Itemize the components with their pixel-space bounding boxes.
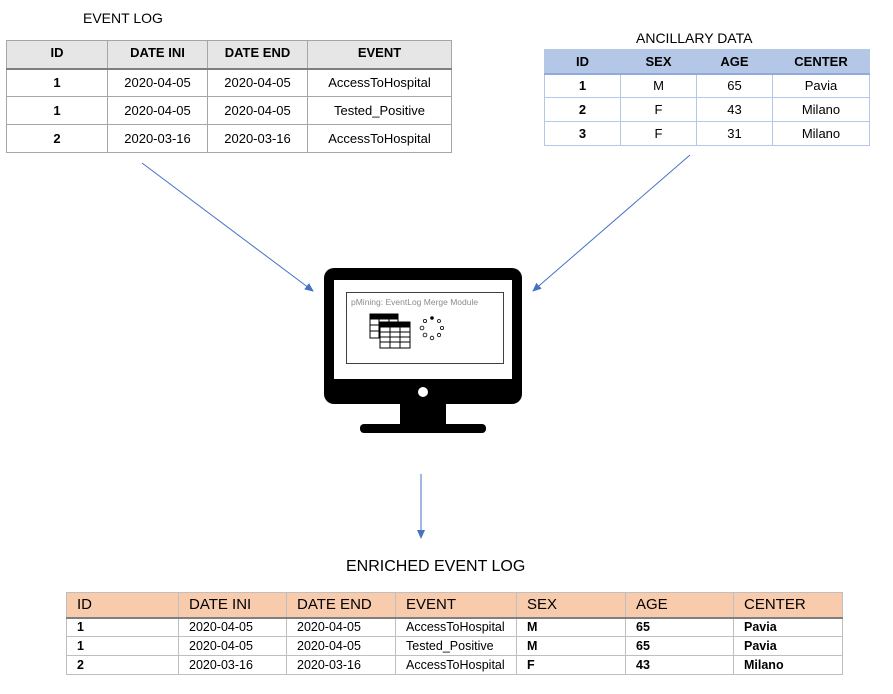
table-cell: Tested_Positive [395,636,517,656]
table-cell: M [516,617,626,637]
column-header: EVENT [395,592,517,619]
table-cell: 2020-04-05 [107,68,208,97]
table-row: 1 2020-04-05 2020-04-05 Tested_Positive [6,96,452,125]
monitor-stand-neck [400,404,446,426]
table-cell: 65 [625,636,734,656]
monitor-stand-base [360,424,486,433]
column-header: EVENT [307,40,452,70]
column-header: SEX [620,49,697,75]
table-header-row: ID DATE INI DATE END EVENT SEX AGE CENTE… [66,592,843,619]
table-cell: 2020-04-05 [207,96,308,125]
table-cell: Milano [772,97,870,122]
window-title: pMining: EventLog Merge Module [351,297,479,307]
ancillary-data-table: ID SEX AGE CENTER 1 M 65 Pavia 2 F 43 Mi… [544,49,870,146]
table-cell: 2020-03-16 [178,655,287,675]
table-cell: Pavia [772,73,870,98]
column-header: CENTER [772,49,870,75]
table-row: 1 2020-04-05 2020-04-05 AccessToHospital… [66,617,843,637]
table-cell: 2 [544,97,621,122]
table-cell: 1 [66,636,179,656]
table-cell: AccessToHospital [395,617,517,637]
table-cell: F [620,121,697,146]
table-cell: Tested_Positive [307,96,452,125]
arrow-ancillary-to-module [532,154,691,292]
table-header-row: ID DATE INI DATE END EVENT [6,40,452,70]
table-cell: AccessToHospital [395,655,517,675]
spinner-icon [419,316,444,341]
table-cell: 65 [696,73,773,98]
table-cell: 2 [66,655,179,675]
table-cell: 2020-04-05 [178,636,287,656]
table-cell: 3 [544,121,621,146]
monitor-bezel: pMining: EventLog Merge Module [324,268,522,404]
table-cell: Pavia [733,617,843,637]
table-cell: M [516,636,626,656]
column-header: ID [544,49,621,75]
enriched-event-log-table: ID DATE INI DATE END EVENT SEX AGE CENTE… [66,592,843,675]
column-header: ID [66,592,179,619]
table-cell: 2020-04-05 [178,617,287,637]
table-row: 1 M 65 Pavia [544,73,870,98]
table-cell: Pavia [733,636,843,656]
table-cell: 2020-03-16 [107,124,208,153]
table-cell: F [620,97,697,122]
column-header: CENTER [733,592,843,619]
table-cell: 43 [625,655,734,675]
table-cell: M [620,73,697,98]
merge-module-window: pMining: EventLog Merge Module [346,292,504,364]
table-cell: 2020-03-16 [207,124,308,153]
power-indicator [418,387,428,397]
table-cell: 2020-04-05 [107,96,208,125]
table-cell: Milano [733,655,843,675]
arrow-event-log-to-module [141,162,314,292]
computer-monitor-icon: pMining: EventLog Merge Module [324,268,522,434]
table-cell: 65 [625,617,734,637]
table-cell: 1 [66,617,179,637]
column-header: AGE [625,592,734,619]
table-header-row: ID SEX AGE CENTER [544,49,870,75]
column-header: SEX [516,592,626,619]
table-cell: AccessToHospital [307,68,452,97]
ancillary-data-title: ANCILLARY DATA [636,30,753,46]
enriched-event-log-title: ENRICHED EVENT LOG [346,558,526,575]
column-header: ID [6,40,108,70]
table-row: 3 F 31 Milano [544,121,870,146]
monitor-screen: pMining: EventLog Merge Module [334,280,512,379]
event-log-table: ID DATE INI DATE END EVENT 1 2020-04-05 … [6,40,452,153]
column-header: AGE [696,49,773,75]
column-header: DATE INI [178,592,287,619]
table-cell: 2020-03-16 [286,655,396,675]
table-cell: Milano [772,121,870,146]
table-cell: 1 [6,68,108,97]
table-cell: 2020-04-05 [286,636,396,656]
table-row: 1 2020-04-05 2020-04-05 AccessToHospital [6,68,452,97]
table-cell: 2020-04-05 [207,68,308,97]
table-icon [369,313,411,349]
table-row: 2 F 43 Milano [544,97,870,122]
table-row: 2 2020-03-16 2020-03-16 AccessToHospital [6,124,452,153]
table-row: 2 2020-03-16 2020-03-16 AccessToHospital… [66,655,843,675]
table-cell: 2 [6,124,108,153]
table-cell: AccessToHospital [307,124,452,153]
table-row: 1 2020-04-05 2020-04-05 Tested_Positive … [66,636,843,656]
column-header: DATE END [207,40,308,70]
column-header: DATE END [286,592,396,619]
event-log-title: EVENT LOG [83,10,163,26]
table-cell: F [516,655,626,675]
table-cell: 2020-04-05 [286,617,396,637]
